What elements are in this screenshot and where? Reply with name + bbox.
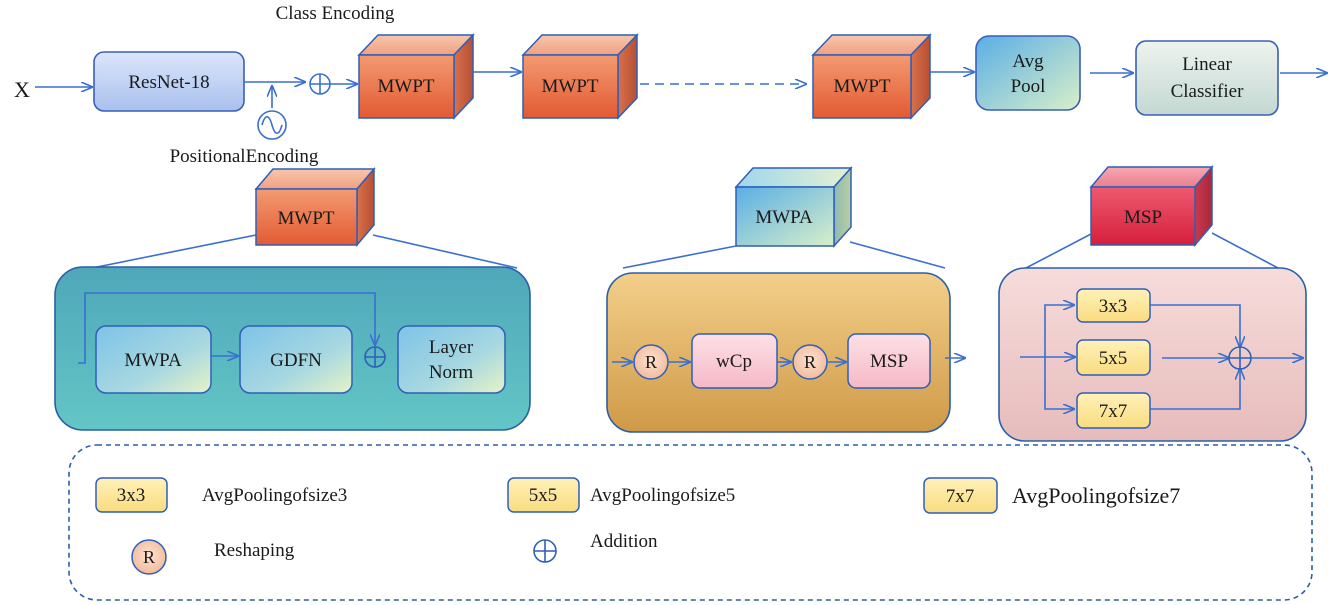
- mwpt-detail-header: MWPT: [278, 208, 335, 229]
- legend-reshape-chip: R: [131, 539, 167, 575]
- arrow-7-to-add: [1150, 369, 1240, 410]
- legend-text-addition: Addition: [590, 531, 658, 552]
- mwpt-cube-1: MWPT: [357, 33, 475, 120]
- mwpa-box: MWPA: [95, 325, 212, 394]
- legend-text-5x5: AvgPoolingofsize5: [590, 485, 735, 506]
- positional-encoding-label: PositionalEncoding: [170, 146, 319, 167]
- pool-3x3-label: 3x3: [1099, 296, 1128, 317]
- add-symbol-msp: [1228, 346, 1252, 370]
- mwpt-detail-panel: MWPA GDFN Layer Norm: [54, 266, 531, 431]
- legend-chip-7x7-label: 7x7: [946, 486, 975, 507]
- expand-line-mwpa-right: [849, 241, 946, 269]
- wcp-box-label: wCp: [716, 351, 752, 372]
- avg-pool-box: Avg Pool: [975, 35, 1081, 111]
- mwpt-cube-3-label: MWPT: [834, 76, 891, 97]
- legend-text-3x3: AvgPoolingofsize3: [202, 485, 347, 506]
- layer-norm-line1: Layer: [429, 337, 474, 358]
- linear-classifier-box: Linear Classifier: [1135, 40, 1279, 116]
- avg-pool-line2: Pool: [1011, 76, 1046, 97]
- classifier-line2: Classifier: [1171, 81, 1244, 102]
- mwpt-cube-2-label: MWPT: [542, 76, 599, 97]
- msp-detail-cube: MSP: [1089, 164, 1214, 248]
- legend-chip-3x3: 3x3: [95, 477, 168, 513]
- legend-frame: [68, 444, 1313, 601]
- classifier-line1: Linear: [1182, 54, 1232, 75]
- msp-box-label: MSP: [870, 351, 908, 372]
- pool-5x5-label: 5x5: [1099, 348, 1128, 369]
- layer-norm-box: Layer Norm: [397, 325, 506, 394]
- mwpa-detail-header: MWPA: [755, 207, 813, 228]
- arrow-3-to-add: [1150, 304, 1240, 347]
- reshape-node-1-label: R: [645, 352, 657, 372]
- mwpa-detail-panel: R wCp R MSP: [606, 272, 965, 433]
- expand-line-msp-left: [1025, 233, 1092, 269]
- layer-norm-line2: Norm: [429, 362, 474, 383]
- arrow-branch-3: [1044, 305, 1074, 357]
- add-symbol-top: [309, 73, 331, 95]
- mwpt-cube-1-label: MWPT: [378, 76, 435, 97]
- mwpt-cube-2: MWPT: [521, 33, 639, 120]
- wcp-box: wCp: [691, 333, 778, 389]
- legend-text-7x7: AvgPoolingofsize7: [1012, 483, 1180, 508]
- legend-chip-5x5-label: 5x5: [529, 485, 558, 506]
- legend-addition-icon: [533, 539, 557, 563]
- resnet-label: ResNet-18: [128, 72, 209, 93]
- legend-reshape-chip-label: R: [143, 547, 155, 567]
- legend-chip-7x7: 7x7: [923, 477, 998, 514]
- msp-box: MSP: [847, 333, 931, 389]
- msp-detail-panel: 3x3 5x5 7x7: [998, 267, 1307, 442]
- resnet-box: ResNet-18: [93, 51, 245, 112]
- expand-line-mwpt-left: [91, 234, 257, 269]
- msp-detail-header: MSP: [1124, 207, 1162, 228]
- sine-icon: [257, 110, 287, 140]
- expand-line-mwpt-right: [372, 234, 518, 269]
- mwpa-box-label: MWPA: [124, 350, 182, 371]
- expand-line-mwpa-left: [622, 245, 737, 269]
- mwpt-detail-cube: MWPT: [254, 166, 376, 248]
- legend-chip-5x5: 5x5: [507, 477, 580, 513]
- pool-5x5-box: 5x5: [1076, 339, 1151, 376]
- avg-pool-line1: Avg: [1012, 51, 1044, 72]
- residual-skip-arrow: [78, 292, 375, 364]
- class-encoding-label: Class Encoding: [276, 3, 395, 24]
- legend-chip-3x3-label: 3x3: [117, 485, 146, 506]
- pool-7x7-box: 7x7: [1076, 392, 1151, 429]
- reshape-node-2-label: R: [804, 352, 816, 372]
- legend: 3x3 AvgPoolingofsize3 5x5 AvgPoolingofsi…: [68, 444, 1313, 601]
- mwpa-detail-cube: MWPA: [734, 166, 853, 248]
- gdfn-box-label: GDFN: [270, 350, 322, 371]
- gdfn-box: GDFN: [239, 325, 353, 394]
- expand-line-msp-right: [1211, 232, 1279, 269]
- reshape-node-2: R: [792, 344, 828, 380]
- pool-3x3-box: 3x3: [1076, 288, 1151, 323]
- arrow-branch-7: [1044, 357, 1074, 409]
- mwpt-cube-3: MWPT: [811, 33, 932, 120]
- pool-7x7-label: 7x7: [1099, 401, 1128, 422]
- add-symbol-mwpt: [364, 346, 386, 368]
- legend-text-reshape: Reshaping: [214, 540, 295, 561]
- reshape-node-1: R: [633, 344, 669, 380]
- input-label: X: [14, 77, 30, 102]
